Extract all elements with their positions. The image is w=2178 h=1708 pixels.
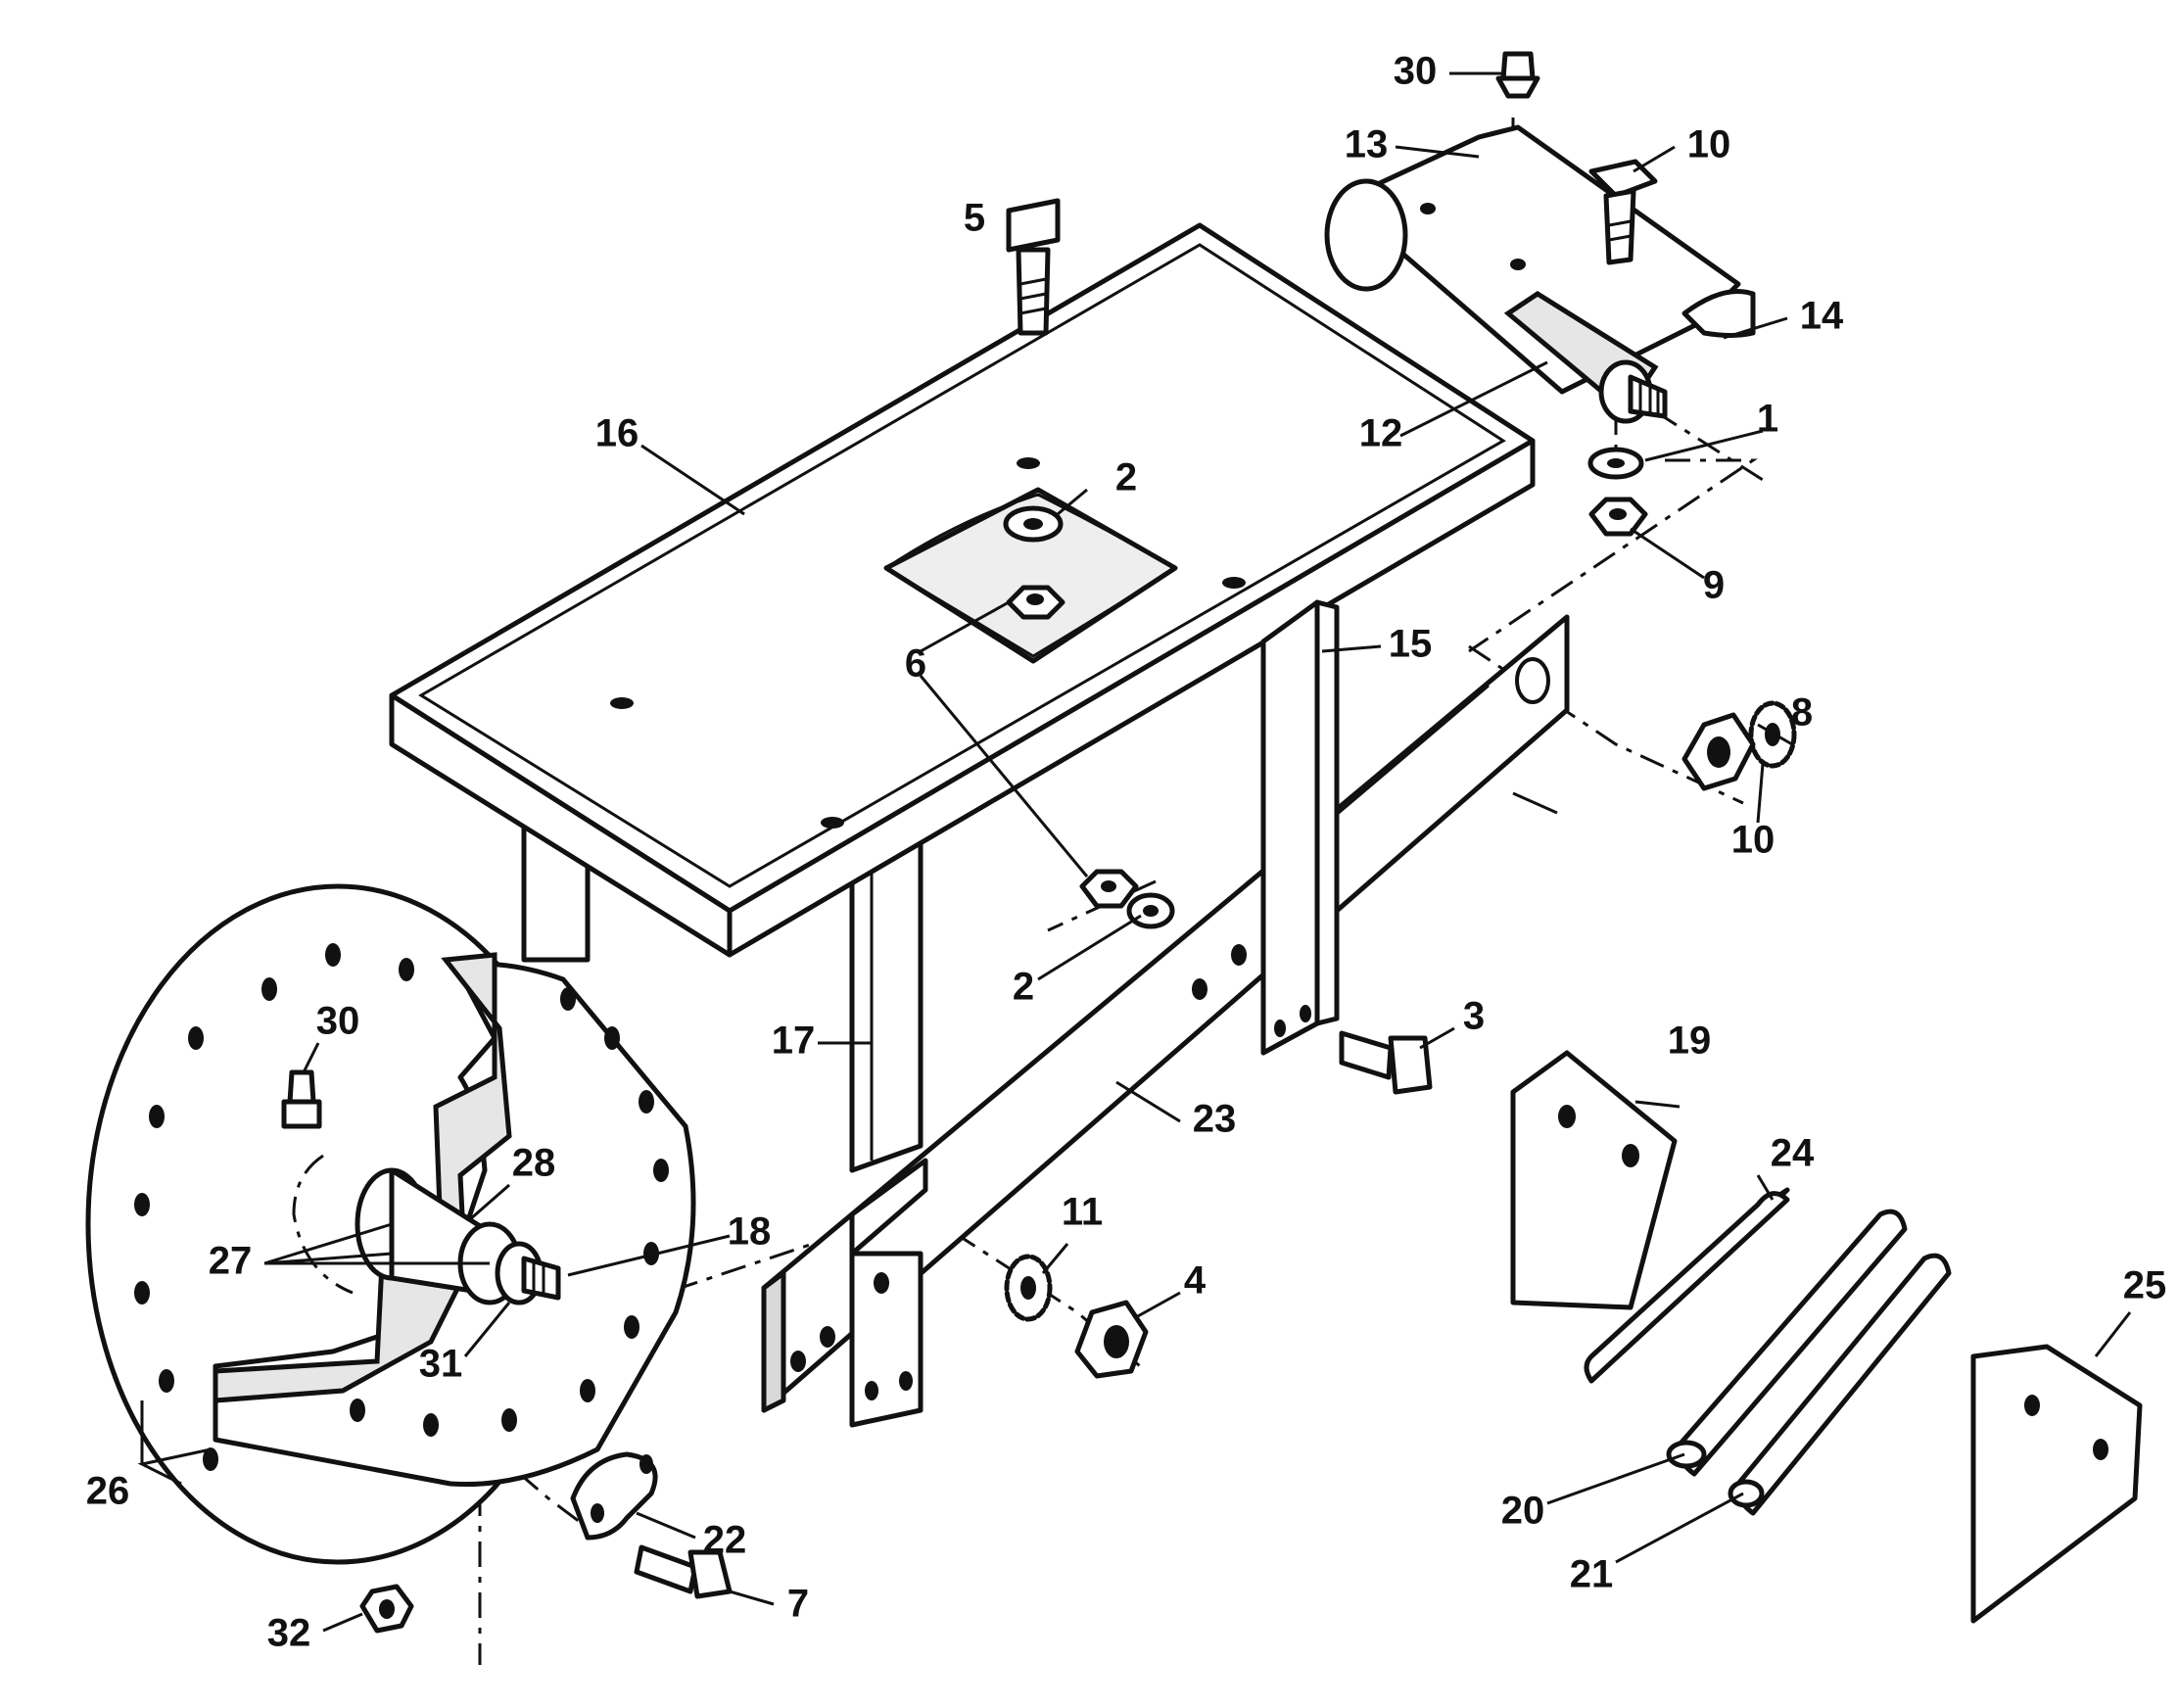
callout-30-top: 30 bbox=[1394, 50, 1438, 93]
tine-25 bbox=[1584, 1187, 1790, 1384]
callout-31: 31 bbox=[419, 1343, 463, 1386]
callout-16: 15 bbox=[1389, 623, 1433, 666]
callout-14: 13 bbox=[1345, 123, 1389, 166]
tine-22 bbox=[1728, 1253, 1952, 1516]
callout-2-top: 2 bbox=[1115, 456, 1137, 499]
plate-20 bbox=[1510, 1050, 1678, 1310]
wheel-27 bbox=[85, 883, 696, 1565]
nut-6-lower bbox=[1079, 869, 1139, 909]
grease-fitting-30-wheel bbox=[281, 1069, 322, 1129]
callout-9: 9 bbox=[1703, 564, 1725, 607]
callout-20: 19 bbox=[1668, 1020, 1712, 1063]
callout-25: 24 bbox=[1771, 1132, 1815, 1175]
callout-21: 20 bbox=[1501, 1490, 1545, 1533]
callout-11: 10 bbox=[1687, 123, 1731, 166]
leader-lines bbox=[137, 71, 2132, 1633]
callout-22: 21 bbox=[1570, 1553, 1614, 1596]
callout-28: 27 bbox=[209, 1240, 253, 1283]
callout-8: 8 bbox=[1791, 691, 1813, 735]
callout-13: 12 bbox=[1359, 412, 1403, 455]
callout-32: 32 bbox=[267, 1612, 311, 1655]
tray-17 bbox=[389, 222, 1536, 958]
lock-washer-12 bbox=[1004, 1254, 1053, 1322]
nut-9 bbox=[1588, 497, 1648, 537]
grease-fitting-30-top bbox=[1495, 51, 1540, 99]
sleeve-13 bbox=[1503, 291, 1668, 424]
callout-29: 28 bbox=[512, 1142, 556, 1185]
callout-23: 22 bbox=[703, 1519, 747, 1562]
nut-4 bbox=[1074, 1300, 1149, 1379]
callout-24: 23 bbox=[1193, 1098, 1237, 1141]
washer-2-top bbox=[1003, 505, 1064, 543]
nut-32 bbox=[359, 1584, 414, 1634]
leg-18 bbox=[849, 834, 923, 1173]
callout-7: 7 bbox=[787, 1583, 809, 1626]
strap-23 bbox=[570, 1451, 658, 1541]
tine-21 bbox=[1666, 1209, 1908, 1477]
bolt-5 bbox=[1006, 198, 1061, 336]
callout-15: 14 bbox=[1800, 295, 1844, 338]
callout-10: 10 bbox=[1731, 819, 1776, 862]
lower-plate bbox=[849, 1158, 928, 1428]
callout-labels: 30 13 10 14 12 1 9 5 16 2 15 6 8 10 2 3 … bbox=[86, 50, 2167, 1655]
callout-27: 26 bbox=[86, 1470, 130, 1513]
callout-5: 5 bbox=[964, 197, 985, 240]
callout-19: 18 bbox=[728, 1210, 772, 1254]
callout-18: 17 bbox=[772, 1020, 816, 1063]
nut-6 bbox=[1006, 585, 1065, 620]
callout-12: 11 bbox=[1062, 1191, 1103, 1234]
bolt-11 bbox=[1588, 159, 1658, 265]
callout-1: 1 bbox=[1757, 398, 1778, 441]
callout-3: 3 bbox=[1463, 995, 1485, 1038]
leg-16 bbox=[1260, 599, 1340, 1056]
tube-14 bbox=[1324, 124, 1756, 395]
plate-26 bbox=[1970, 1344, 2143, 1624]
callout-2-lower: 2 bbox=[1013, 966, 1034, 1009]
callout-17: 16 bbox=[595, 412, 639, 455]
washer-1 bbox=[1587, 447, 1644, 480]
callout-6: 6 bbox=[905, 642, 926, 686]
nut-8 bbox=[1681, 712, 1756, 791]
callout-4: 4 bbox=[1184, 1259, 1207, 1303]
callout-30-wheel: 30 bbox=[316, 1000, 360, 1043]
callout-26: 25 bbox=[2123, 1264, 2167, 1307]
washer-2-lower bbox=[1126, 892, 1175, 929]
bolt-3 bbox=[1339, 1030, 1433, 1095]
